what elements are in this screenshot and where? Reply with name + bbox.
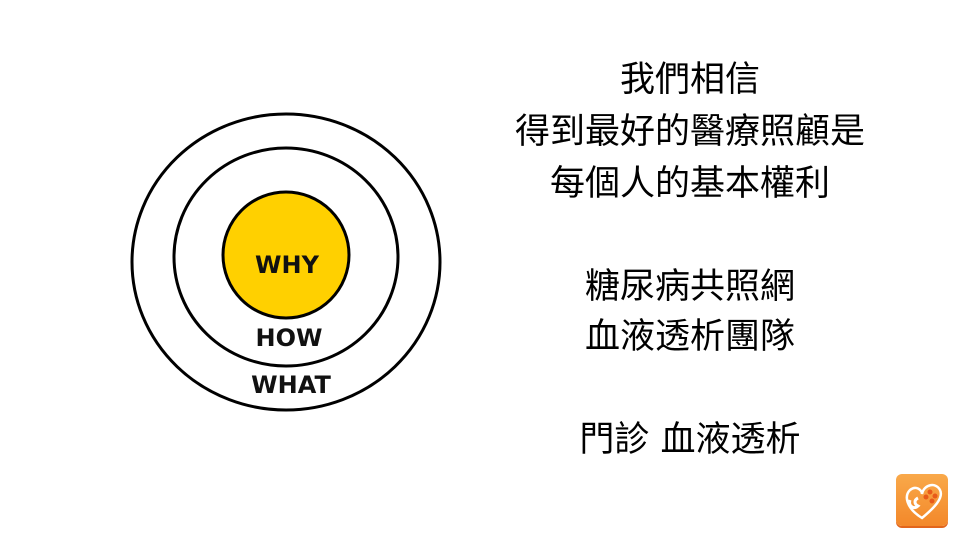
what-line: 門診 血液透析 (579, 420, 801, 460)
how-label: HOW (256, 324, 323, 352)
heart-kidney-logo-icon (896, 474, 948, 526)
why-label: WHY (255, 251, 320, 279)
how-line-1: 糖尿病共照網 (584, 267, 795, 307)
belief-line-2: 得到最好的醫療照顧是 (514, 112, 865, 152)
belief-line-1: 我們相信 (619, 60, 760, 100)
how-line-2: 血液透析團隊 (584, 317, 795, 357)
belief-line-3: 每個人的基本權利 (549, 164, 830, 204)
what-label: WHAT (251, 371, 331, 399)
inner-circle-why (221, 190, 351, 320)
